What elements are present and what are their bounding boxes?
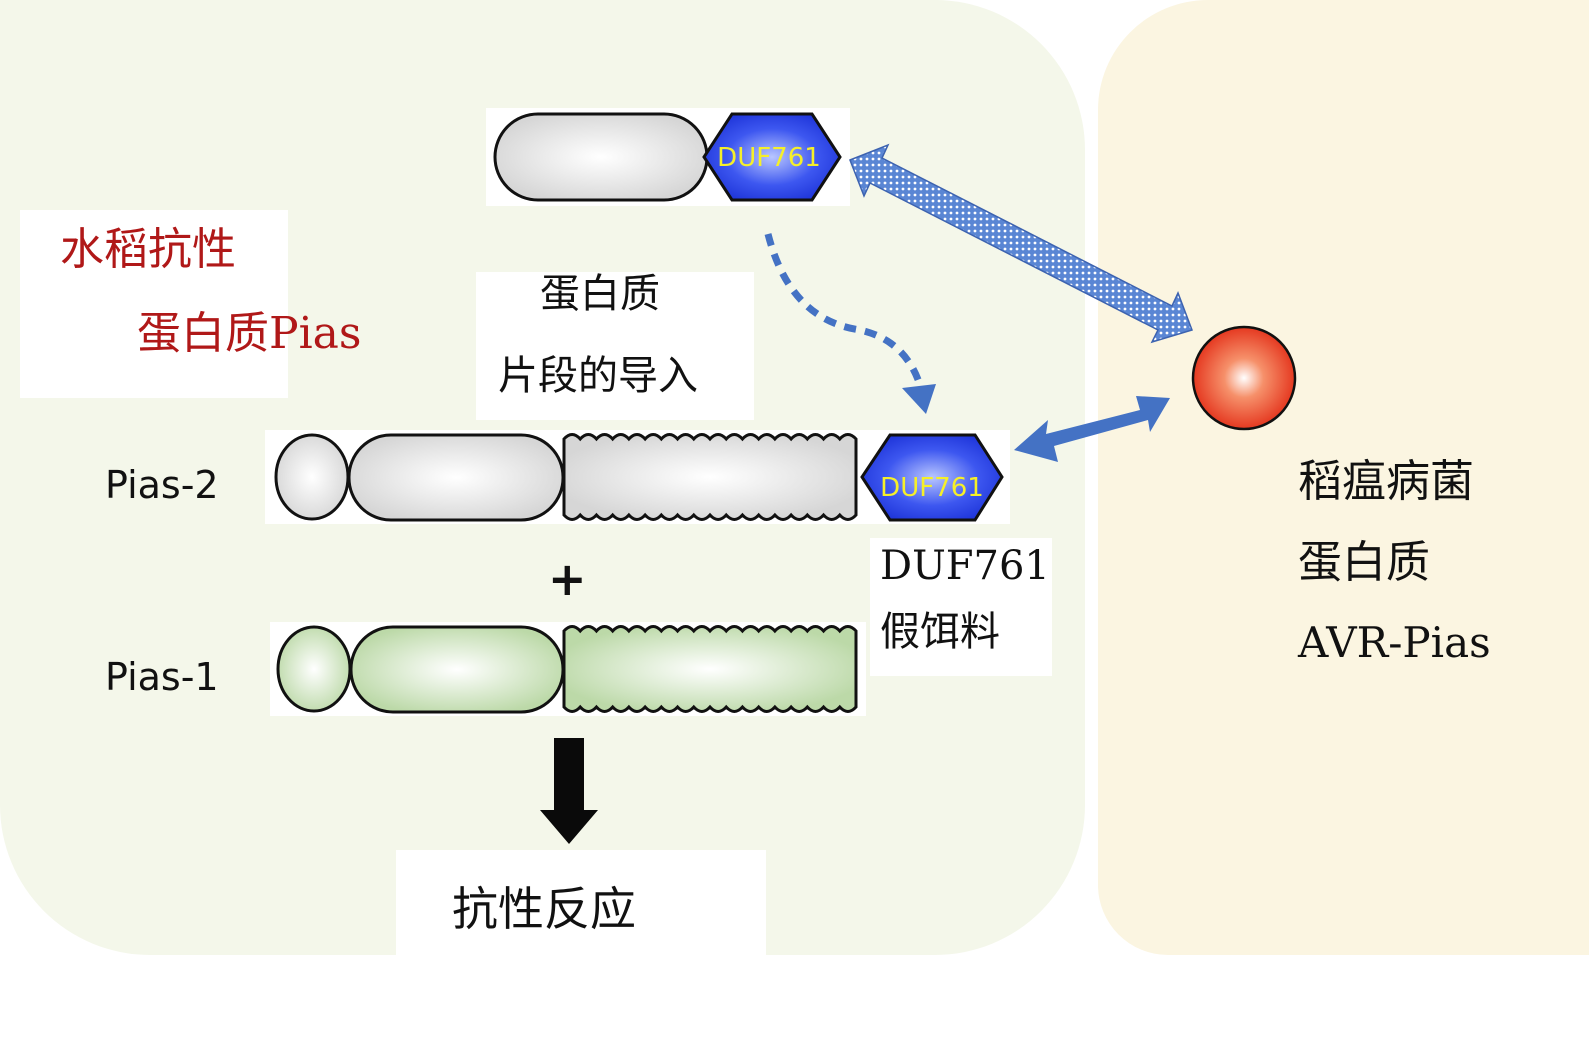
pathogen-line3: AVR-Pias (1298, 618, 1491, 667)
pias2-label: Pias-2 (105, 463, 219, 507)
top-construct-body (493, 112, 709, 202)
pathogen-panel (1098, 0, 1589, 955)
pathogen-line2: 蛋白质 (1298, 537, 1430, 588)
title-line2: 蛋白质Pias (137, 308, 362, 359)
top-duf761-domain (702, 112, 842, 202)
decoy-label-line2: 假饵料 (880, 609, 1000, 655)
title-line1: 水稻抗性 (60, 224, 236, 275)
avr-pias-sphere (1191, 325, 1297, 431)
plus-sign: + (548, 552, 587, 606)
binding-arrow-top (849, 143, 1193, 344)
decoy-label-box (870, 538, 1052, 676)
import-arrowhead (902, 384, 936, 414)
result-label: 抗性反应 (452, 882, 636, 936)
pias2-middle-domain (347, 433, 565, 522)
pias1-lrr-domain (562, 625, 858, 713)
top-duf761-label: DUF761 (717, 143, 821, 173)
import-dotted-arrow (764, 233, 924, 387)
pias2-lrr-domain (562, 433, 858, 521)
pias2-head-domain (274, 433, 350, 521)
pathogen-line1: 稻瘟病菌 (1298, 456, 1474, 507)
import-label-line1: 蛋白质 (540, 271, 660, 317)
result-arrow (540, 738, 598, 844)
decoy-label-line1: DUF761 (880, 543, 1050, 589)
import-label-line2: 片段的导入 (498, 353, 698, 399)
pias1-middle-domain (349, 625, 565, 714)
import-label-box (476, 272, 754, 420)
title-box (20, 210, 288, 398)
pias1-head-domain (276, 625, 352, 713)
pias2-duf761-label: DUF761 (880, 473, 984, 503)
binding-arrow-pias2 (1014, 396, 1170, 462)
result-label-box (396, 850, 766, 960)
pias1-label: Pias-1 (105, 655, 219, 699)
pias2-duf761-domain (860, 433, 1004, 522)
